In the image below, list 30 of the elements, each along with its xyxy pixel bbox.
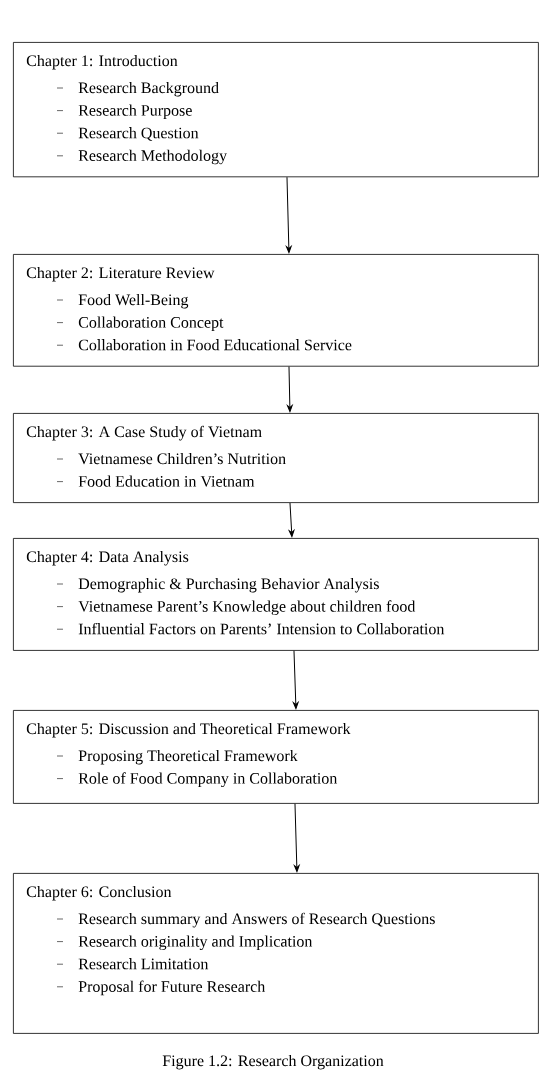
list-item: Food Well-Being: [78, 293, 189, 309]
list-item: Research Background: [78, 81, 219, 97]
chapter-heading: Chapter 6: Conclusion: [26, 885, 172, 901]
list-item: Influential Factors on Parents’ Intension to Collaboration: [78, 622, 445, 635]
list-item: Research Methodology: [78, 149, 227, 165]
list-item: Vietnamese Children’s Nutrition: [78, 452, 286, 465]
chapter-heading: Chapter 3: A Case Study of Vietnam: [26, 425, 262, 441]
list-item: Collaboration Concept: [78, 316, 224, 331]
list-item: Collaboration in Food Educational Service: [78, 339, 352, 351]
list-item: Demographic & Purchasing Behavior Analysis: [78, 577, 379, 593]
list-item: Proposal for Future Research: [78, 980, 266, 996]
arrow: [286, 366, 293, 413]
chapter-heading: Chapter 1: Introduction: [26, 54, 178, 70]
list-item: Vietnamese Parent’s Knowledge about children food: [78, 600, 416, 616]
list-item: Research Purpose: [78, 104, 192, 119]
arrow: [292, 650, 299, 710]
arrow: [285, 176, 292, 254]
list-item: Role of Food Company in Collaboration: [78, 772, 338, 788]
chapter-heading: Chapter 5: Discussion and Theoretical Framework: [26, 722, 351, 738]
list-item: Research Question: [78, 127, 199, 141]
chapter-heading: Chapter 4: Data Analysis: [26, 550, 189, 566]
figure-caption: Figure 1.2: Research Organization: [162, 1054, 384, 1070]
arrow: [293, 803, 300, 873]
list-item: Research originality and Implication: [78, 935, 313, 951]
list-item: Food Education in Vietnam: [78, 475, 255, 487]
list-item: Proposing Theoretical Framework: [78, 749, 298, 765]
list-item: Research summary and Answers of Research Questions: [78, 912, 435, 928]
arrow: [288, 502, 295, 538]
list-item: Research Limitation: [78, 958, 209, 970]
chapter-heading: Chapter 2: Literature Review: [26, 266, 215, 282]
